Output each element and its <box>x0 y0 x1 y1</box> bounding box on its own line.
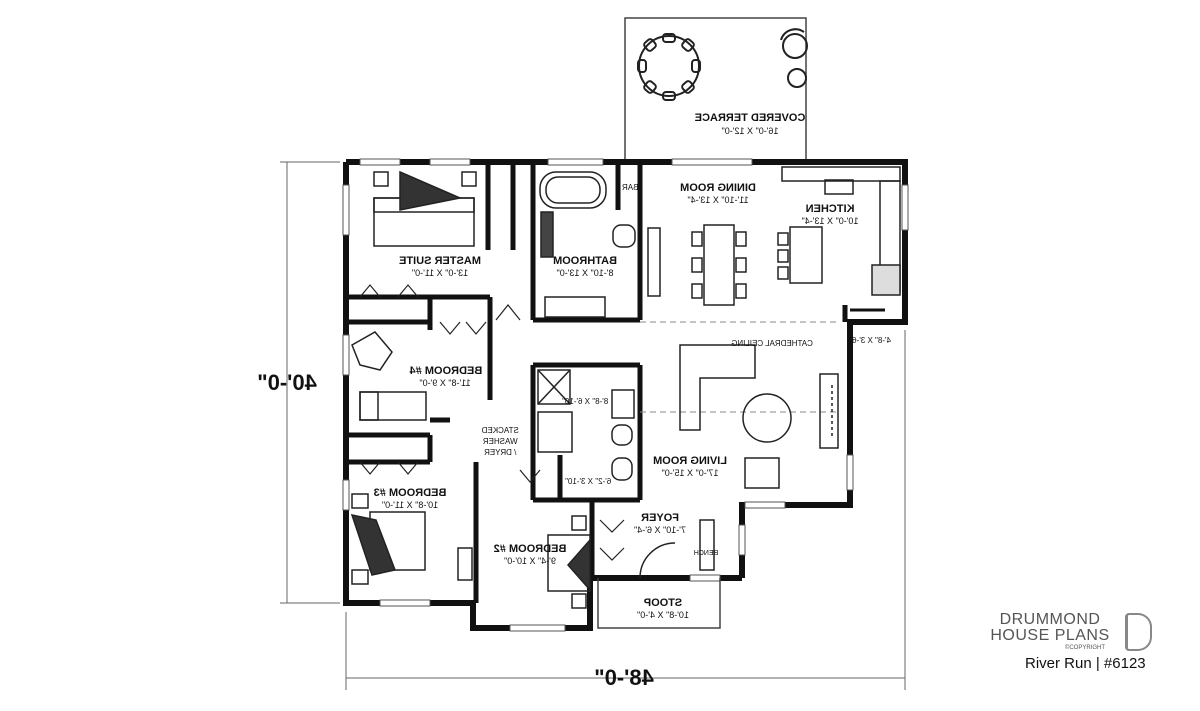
living-label: LIVING ROOM <box>653 455 727 467</box>
master-label: MASTER SUITE <box>399 255 481 267</box>
dining-table-icon <box>647 224 747 306</box>
laundry-line2: WASHER <box>483 437 518 446</box>
powder-size: 6'-2" X 3'-10" <box>565 477 611 486</box>
bathroom-size: 8'-10" X 13'-0" <box>557 268 614 278</box>
cathedral-lines <box>640 321 840 413</box>
living-sofa-icon <box>679 344 839 489</box>
bedroom4-label: BEDROOM #4 <box>409 365 483 377</box>
stoop-size: 10'-8" X 4'-0" <box>637 610 689 620</box>
stoop-label: STOOP <box>644 597 682 609</box>
closet-doors <box>359 284 625 561</box>
brand-copyright: ©COPYRIGHT <box>1064 645 1105 651</box>
kitchen-size: 10'-0" X 13'-4" <box>802 216 859 226</box>
laundry-line3: / DRYER <box>484 448 517 457</box>
terrace-chairs-icon <box>780 28 808 88</box>
bedroom4-bed-icon <box>351 331 427 421</box>
dining-label: DINING ROOM <box>680 182 756 194</box>
bedroom2-bed-icon <box>547 515 591 609</box>
brand-block: DRUMMOND HOUSE PLANS ©COPYRIGHT River Ru… <box>985 611 1165 672</box>
stoop-outline <box>597 578 721 629</box>
terrace-label: COVERED TERRACE <box>695 112 806 124</box>
bedroom4-size: 11'-8" X 9'-0" <box>419 378 470 388</box>
master-bed-icon <box>373 170 477 247</box>
foyer-label: FOYER <box>641 512 679 524</box>
exterior-walls <box>343 159 908 631</box>
plan-name: River Run | #6123 <box>1025 655 1146 672</box>
windows <box>342 158 909 632</box>
width-dimension: 48'-0" <box>594 665 654 690</box>
foyer-bench-icon <box>639 519 715 579</box>
bench-label: BENCH <box>694 550 719 557</box>
brand-line1: DRUMMOND <box>999 611 1101 628</box>
bedroom3-bed-icon <box>350 493 473 585</box>
living-size: 17'-0" X 15'-0" <box>662 468 719 478</box>
depth-dimension: 40'-0" <box>257 370 317 395</box>
kitchen-island-icon <box>777 166 901 296</box>
brand-logo-icon <box>1125 613 1152 651</box>
terrace-table-icon <box>637 33 701 101</box>
bedroom3-size: 10'-8" X 11'-0" <box>382 500 438 510</box>
master-size: 13'-0" X 11'-0" <box>412 268 468 278</box>
terrace-size: 16'-0" X 12'-0" <box>722 126 779 136</box>
bathroom-label: BATHROOM <box>553 255 617 267</box>
bath2-size: 8'-8" X 6'-10" <box>562 397 608 406</box>
bedroom2-label: BEDROOM #2 <box>494 543 567 555</box>
laundry-line1: STACKED <box>481 426 518 435</box>
cathedral-label: CATHEDRAL CEILING <box>731 339 813 348</box>
bar-label: BAR <box>622 183 639 192</box>
dining-size: 11'-10" X 13'-4" <box>687 195 748 205</box>
terrace-outline <box>624 17 807 162</box>
kitchen-label: KITCHEN <box>806 203 855 215</box>
bath2-fixtures-icon <box>537 369 635 481</box>
brand-line2: HOUSE PLANS <box>990 627 1110 644</box>
bathtub-icon <box>539 171 636 318</box>
bedroom2-size: 9'-4" X 10'-0" <box>504 556 556 566</box>
dimension-lines <box>280 161 906 690</box>
foyer-size: 7'-10" X 6'-4" <box>634 525 686 535</box>
bedroom3-label: BEDROOM #3 <box>374 487 447 499</box>
pantry-size: 4'-8" X 3'-6" <box>849 336 891 345</box>
interior-walls <box>349 165 848 603</box>
